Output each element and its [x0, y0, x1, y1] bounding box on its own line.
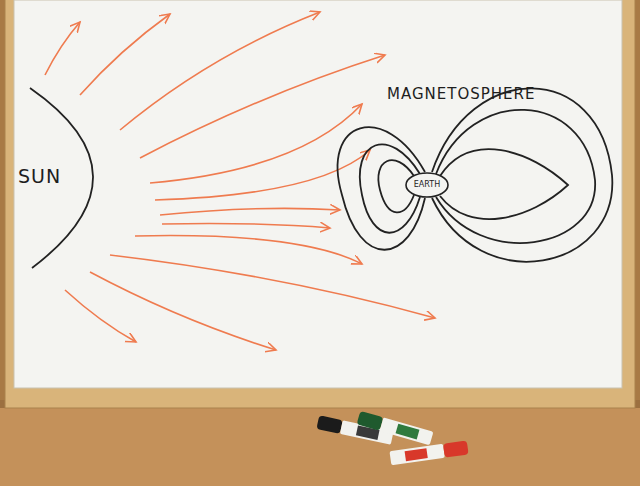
solar-wind-arrow: [160, 208, 340, 215]
solar-wind-arrow: [135, 236, 362, 264]
solar-wind-arrows: [45, 12, 435, 350]
field-line: [436, 110, 595, 243]
field-lines: [338, 88, 613, 261]
board-frame: [5, 0, 635, 408]
solar-wind-arrow: [120, 12, 320, 130]
solar-wind-arrow: [45, 22, 80, 75]
red-marker: [389, 440, 468, 465]
solar-wind-arrow: [80, 14, 170, 95]
node-label: EARTH: [405, 172, 449, 198]
earth-outline: [406, 173, 448, 197]
solar-wind-arrow: [162, 224, 330, 229]
solar-wind-arrow: [140, 55, 385, 158]
field-line: [440, 149, 568, 219]
sun-shape: SUN: [0, 80, 110, 275]
earth-ellipse: EARTH: [405, 172, 449, 198]
solar-wind-arrow: [150, 104, 362, 183]
node-label: SUN: [18, 166, 61, 187]
solar-wind-arrow: [110, 255, 435, 318]
magnetosphere-region: MAGNETOSPHERE EARTH: [335, 70, 620, 285]
table-top: [0, 400, 640, 486]
solar-wind-arrow: [65, 290, 136, 342]
solar-wind-arrow: [90, 272, 276, 350]
green-marker: [357, 411, 434, 445]
board-surface: [14, 0, 622, 388]
field-line: [432, 88, 612, 261]
node-label: MAGNETOSPHERE: [387, 86, 535, 103]
markers: [316, 411, 468, 465]
